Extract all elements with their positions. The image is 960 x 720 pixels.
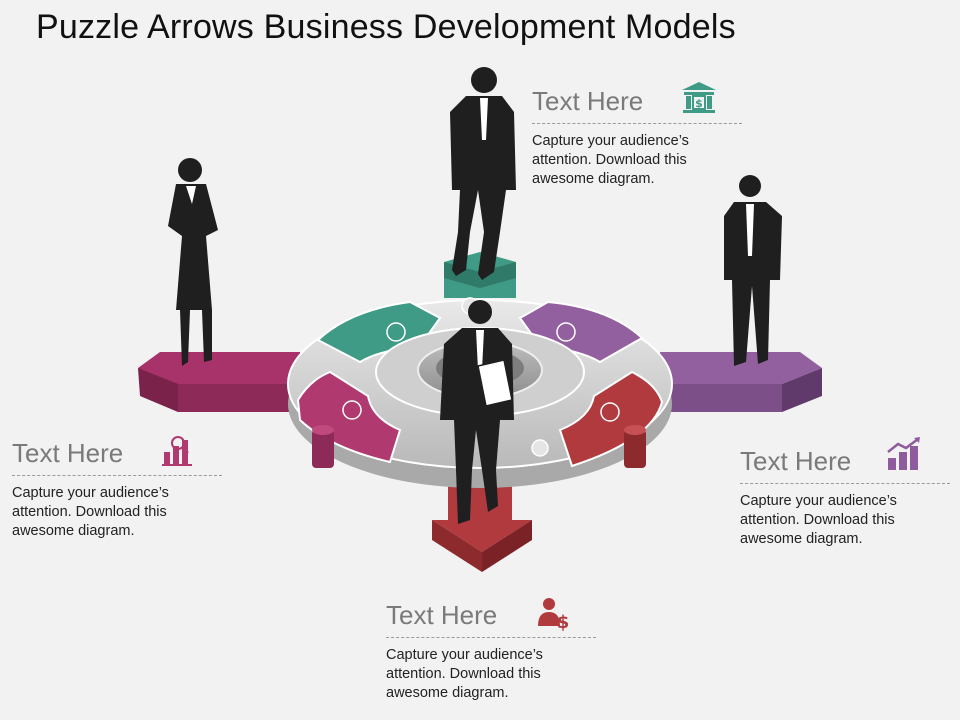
growth-bar-chart-icon: [887, 437, 920, 470]
svg-text:$: $: [557, 612, 570, 632]
businesswoman-left-silhouette: [168, 158, 218, 366]
callout-top: Text Here Capture your audience’s attent…: [532, 86, 742, 189]
arrow-left: [138, 352, 300, 412]
callout-bottom-heading: Text Here: [386, 600, 596, 638]
callout-right-body: Capture your audience’s attention. Downl…: [740, 493, 897, 547]
callout-bottom: Text Here Capture your audience’s attent…: [386, 600, 596, 703]
callout-top-body: Capture your audience’s attention. Downl…: [532, 133, 689, 187]
callout-bottom-body: Capture your audience’s attention. Downl…: [386, 647, 543, 701]
callout-right-heading: Text Here: [740, 446, 950, 484]
bank-dollar-icon: $: [682, 82, 716, 113]
callout-right: Text Here Capture your audience’s attent…: [740, 446, 950, 549]
callout-left-body: Capture your audience’s attention. Downl…: [12, 485, 169, 539]
analytics-chart-icon: [162, 436, 192, 466]
callout-top-heading: Text Here: [532, 86, 742, 124]
callout-left: Text Here Capture your audience’s attent…: [12, 438, 222, 541]
businessman-walking-silhouette: [440, 300, 514, 524]
svg-text:$: $: [695, 97, 703, 110]
businessman-right-silhouette: [724, 175, 782, 366]
slide-title: Puzzle Arrows Business Development Model…: [36, 8, 736, 46]
arrow-right: [660, 352, 822, 412]
businessman-top-silhouette: [450, 67, 516, 280]
person-dollar-icon: $: [538, 598, 570, 632]
callout-left-heading: Text Here: [12, 438, 222, 476]
